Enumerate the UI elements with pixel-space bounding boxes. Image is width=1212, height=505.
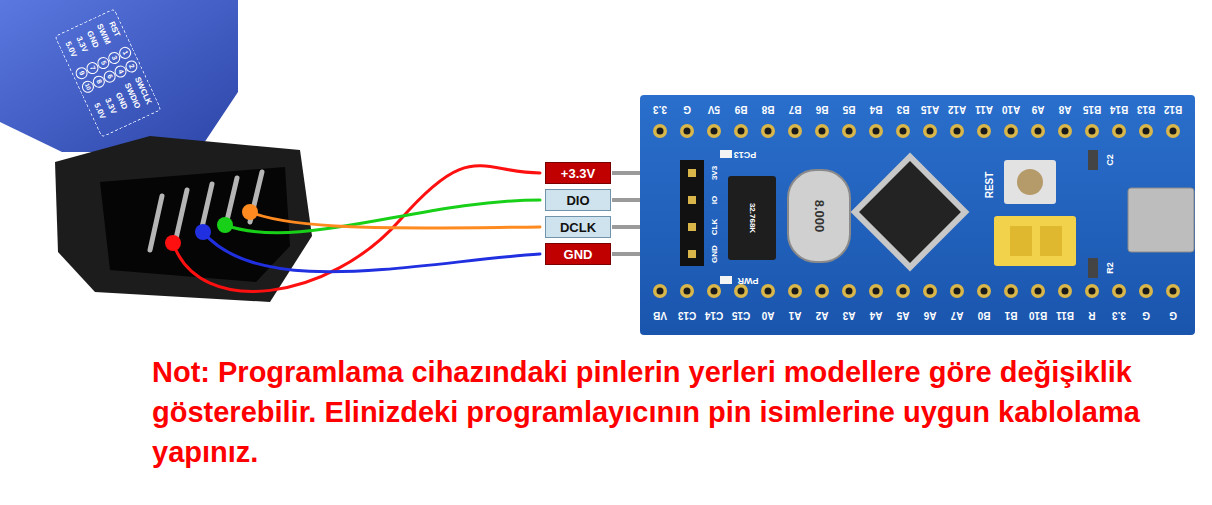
hse-crystal — [788, 170, 850, 262]
resistor — [1088, 258, 1098, 278]
swd-header — [680, 160, 704, 266]
header-pin-label: A6 — [924, 310, 937, 320]
component-label: REST — [985, 172, 995, 199]
pin-number: 4 — [113, 64, 129, 80]
capacitor — [1088, 150, 1098, 170]
pin-tag-text: GND — [564, 247, 593, 262]
pin-tag: DIO — [545, 189, 611, 211]
header-pin-label: A1 — [789, 310, 802, 320]
header-pin-label: G — [683, 104, 691, 114]
header-pin-label: A2 — [816, 310, 829, 320]
header-pin-label: A11 — [975, 104, 993, 114]
header-pin-label: A0 — [762, 310, 775, 320]
jumper — [1010, 226, 1032, 256]
pin-number: 10 — [80, 79, 96, 95]
mcu-chip — [851, 153, 970, 272]
header-pin-label: A4 — [870, 310, 883, 320]
pin-tag-text: DCLK — [560, 220, 596, 235]
header-pin-label: C13 — [678, 310, 696, 320]
reset-button-cap — [1017, 169, 1043, 195]
pin-number: 9 — [74, 65, 90, 81]
wires — [173, 166, 540, 292]
pin-number: 5 — [95, 55, 111, 71]
connector-pins — [150, 172, 262, 250]
component-label: IO — [711, 196, 719, 204]
jumper — [1040, 226, 1062, 256]
header-pin-label: B11 — [1056, 310, 1074, 320]
header-pin-label: B12 — [1164, 104, 1182, 114]
header-pin-label: B7 — [789, 104, 802, 114]
pin-tag: GND — [545, 243, 611, 265]
header-pin-label: B8 — [762, 104, 775, 114]
header-pin-label: B0 — [978, 310, 991, 320]
pin-tag-text: +3.3V — [561, 166, 595, 181]
pin-number: 3 — [106, 50, 122, 66]
pin-tag: +3.3V — [545, 162, 611, 184]
wire-dot — [165, 235, 181, 251]
header-pin-label: A5 — [897, 310, 910, 320]
pin-number: 6 — [102, 69, 118, 85]
header-pin-label: A3 — [843, 310, 856, 320]
pin-tag-text: DIO — [566, 193, 589, 208]
component-label: R2 — [1106, 262, 1115, 274]
header-pin-label: R — [1088, 310, 1095, 320]
header-pin-label: A12 — [948, 104, 966, 114]
component-label: 3V3 — [711, 166, 719, 180]
blue-pill-board — [640, 95, 1195, 335]
pin-number: 1 — [117, 45, 133, 61]
header-pin-label: 3.3 — [653, 104, 667, 114]
header-pin-label: A8 — [1059, 104, 1072, 114]
component-label: GND — [711, 245, 719, 263]
header-pin-label: 3.3 — [1112, 310, 1126, 320]
rtc-crystal — [728, 176, 776, 260]
header-pin-label: A7 — [951, 310, 964, 320]
header-pin-label: 5V — [708, 104, 720, 114]
pin-name: RST — [107, 20, 121, 38]
component-label: 32.768K — [748, 203, 756, 233]
micro-usb — [1128, 188, 1194, 252]
wire-dot — [242, 204, 258, 220]
header-pin-label: B9 — [735, 104, 748, 114]
led — [720, 276, 732, 284]
pinout-panel: RSTSWIMGND3.3V5.0V12345678910SWCLKSWDIOG… — [54, 8, 161, 137]
note-text: Not: Programlama cihazındaki pinlerin ye… — [152, 352, 1202, 472]
led — [720, 150, 732, 158]
header-pin-label: B3 — [897, 104, 910, 114]
component-label: 8.000 — [813, 200, 826, 233]
header-pin-label: B10 — [1029, 310, 1047, 320]
pin-number: 2 — [123, 59, 139, 75]
component-label: PWR — [738, 276, 759, 285]
header-pin-label: B6 — [816, 104, 829, 114]
reset-button — [1004, 160, 1056, 204]
header-pin-label: A15 — [921, 104, 939, 114]
header-holes — [653, 124, 1180, 298]
wire-dot — [195, 224, 211, 240]
programmer-body — [0, 0, 238, 152]
component-label: C2 — [1106, 154, 1115, 166]
pin-number: 8 — [91, 74, 107, 90]
header-pin-label: G — [1142, 310, 1150, 320]
pin-number: 7 — [85, 60, 101, 76]
header-pin-label: G — [1169, 310, 1177, 320]
header-pin-label: A10 — [1002, 104, 1020, 114]
swd-pins — [688, 169, 696, 258]
header-pin-label: B5 — [843, 104, 856, 114]
boot-jumpers — [994, 216, 1076, 266]
header-pin-label: C14 — [705, 310, 723, 320]
component-label: CLK — [711, 219, 719, 235]
wire-dot — [217, 217, 233, 233]
header-pin-label: C15 — [732, 310, 750, 320]
header-pin-label: B1 — [1005, 310, 1018, 320]
header-pin-label: B4 — [870, 104, 883, 114]
component-label: PC13 — [734, 150, 757, 159]
header-pin-label: B15 — [1083, 104, 1101, 114]
pin-tag: DCLK — [545, 216, 611, 238]
header-pin-label: A9 — [1032, 104, 1045, 114]
header-pin-label: B13 — [1137, 104, 1155, 114]
header-pin-label: B14 — [1110, 104, 1128, 114]
header-pin-label: VB — [653, 310, 667, 320]
